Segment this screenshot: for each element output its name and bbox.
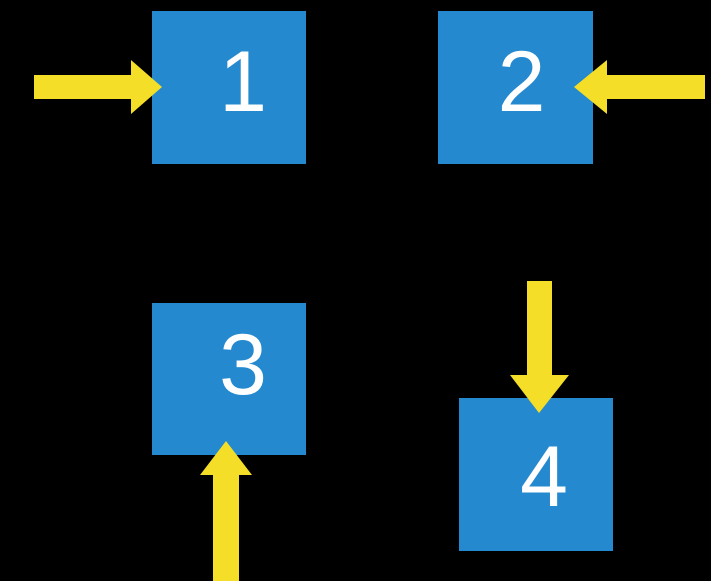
- arrow-left-icon: [574, 60, 705, 114]
- arrow-up-icon: [200, 441, 252, 581]
- node-box-3[interactable]: 3: [152, 303, 306, 455]
- node-label-3: 3: [219, 317, 267, 413]
- node-box-2[interactable]: 2: [438, 11, 593, 164]
- node-label-1: 1: [219, 33, 267, 130]
- arrow-right-icon: [34, 60, 162, 114]
- node-label-2: 2: [497, 33, 546, 130]
- arrow-left-shape: [574, 60, 705, 114]
- arrow-down-icon: [510, 281, 569, 413]
- arrow-right-shape: [34, 60, 162, 114]
- node-label-4: 4: [520, 428, 568, 525]
- node-box-4[interactable]: 4: [459, 398, 613, 551]
- arrow-up-shape: [200, 441, 252, 581]
- arrow-down-shape: [510, 281, 569, 413]
- node-box-1[interactable]: 1: [152, 11, 306, 164]
